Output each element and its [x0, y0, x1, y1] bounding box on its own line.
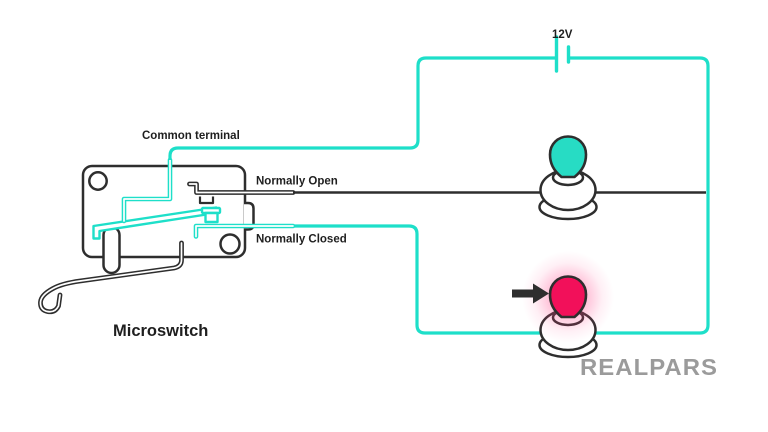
realpars-logo: REALPARS — [580, 354, 718, 380]
lamp-off-assembly — [538, 135, 598, 221]
no-contact — [198, 196, 215, 205]
label-normally-closed: Normally Closed — [256, 234, 347, 246]
wiring — [121, 35, 710, 335]
label-normally-open: Normally Open — [256, 176, 338, 188]
plunger — [102, 225, 121, 275]
common-internal-trace — [121, 157, 173, 224]
microswitch-title: Microswitch — [113, 322, 208, 340]
terminal-bump — [244, 201, 255, 231]
actuator-lever-arm — [38, 240, 184, 315]
label-common-terminal: Common terminal — [142, 130, 240, 142]
common-terminal-wire — [168, 56, 555, 160]
lamp-on-assembly — [512, 251, 614, 359]
bulb-off-icon — [548, 135, 588, 179]
battery-voltage-label: 12V — [552, 29, 573, 41]
pointer-arrow-icon — [512, 283, 549, 304]
microswitch-drawing — [38, 164, 255, 315]
nc-contact — [200, 206, 222, 224]
mounting-hole-top — [88, 171, 108, 191]
return-wire — [293, 56, 710, 335]
bulb-on-icon — [548, 275, 588, 319]
mounting-hole-bottom — [219, 233, 241, 255]
battery-symbol — [554, 35, 571, 73]
normally-open-terminal — [187, 181, 296, 195]
normally-closed-terminal — [193, 223, 296, 239]
